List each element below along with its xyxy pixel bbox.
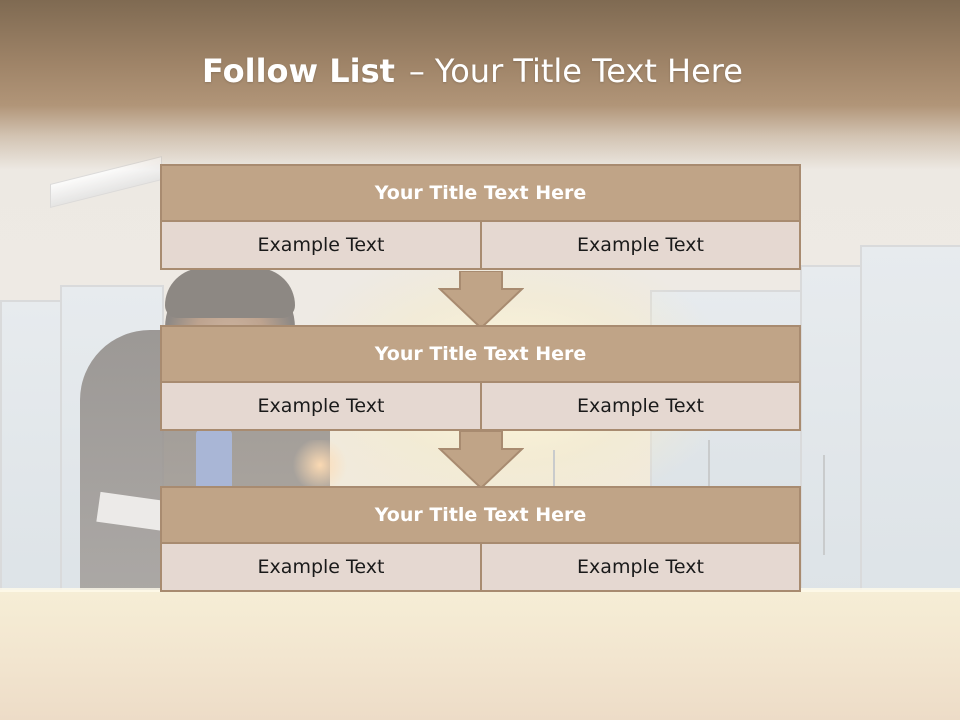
slide-title-text: Your Title Text Here — [434, 52, 743, 90]
step-title: Your Title Text Here — [160, 164, 801, 222]
background-wind-turbine — [553, 450, 555, 520]
background-wind-turbine — [823, 455, 825, 555]
slide-title: Follow List–Your Title Text Here — [0, 52, 945, 90]
background-person-hair — [165, 268, 295, 318]
step-title: Your Title Text Here — [160, 325, 801, 383]
step-2: Your Title Text Here Example Text Exampl… — [160, 325, 801, 433]
title-band — [0, 0, 960, 170]
step-3: Your Title Text Here Example Text Exampl… — [160, 486, 801, 594]
step-1: Your Title Text Here Example Text Exampl… — [160, 164, 801, 272]
step-cell-left: Example Text — [160, 542, 482, 592]
background-table — [0, 590, 960, 720]
step-cell-right: Example Text — [480, 220, 801, 270]
step-cell-right: Example Text — [480, 542, 801, 592]
step-cell-left: Example Text — [160, 220, 482, 270]
step-cell-left: Example Text — [160, 381, 482, 431]
slide-title-bold: Follow List — [202, 52, 395, 90]
step-cell-right: Example Text — [480, 381, 801, 431]
step-title: Your Title Text Here — [160, 486, 801, 544]
background-window — [0, 300, 64, 604]
arrow-down-icon — [438, 271, 524, 330]
background-window — [860, 245, 960, 609]
slide-title-separator: – — [408, 52, 425, 90]
arrow-down-icon — [438, 431, 524, 490]
background-light-spark — [290, 440, 350, 490]
background-wind-turbine — [708, 440, 710, 530]
